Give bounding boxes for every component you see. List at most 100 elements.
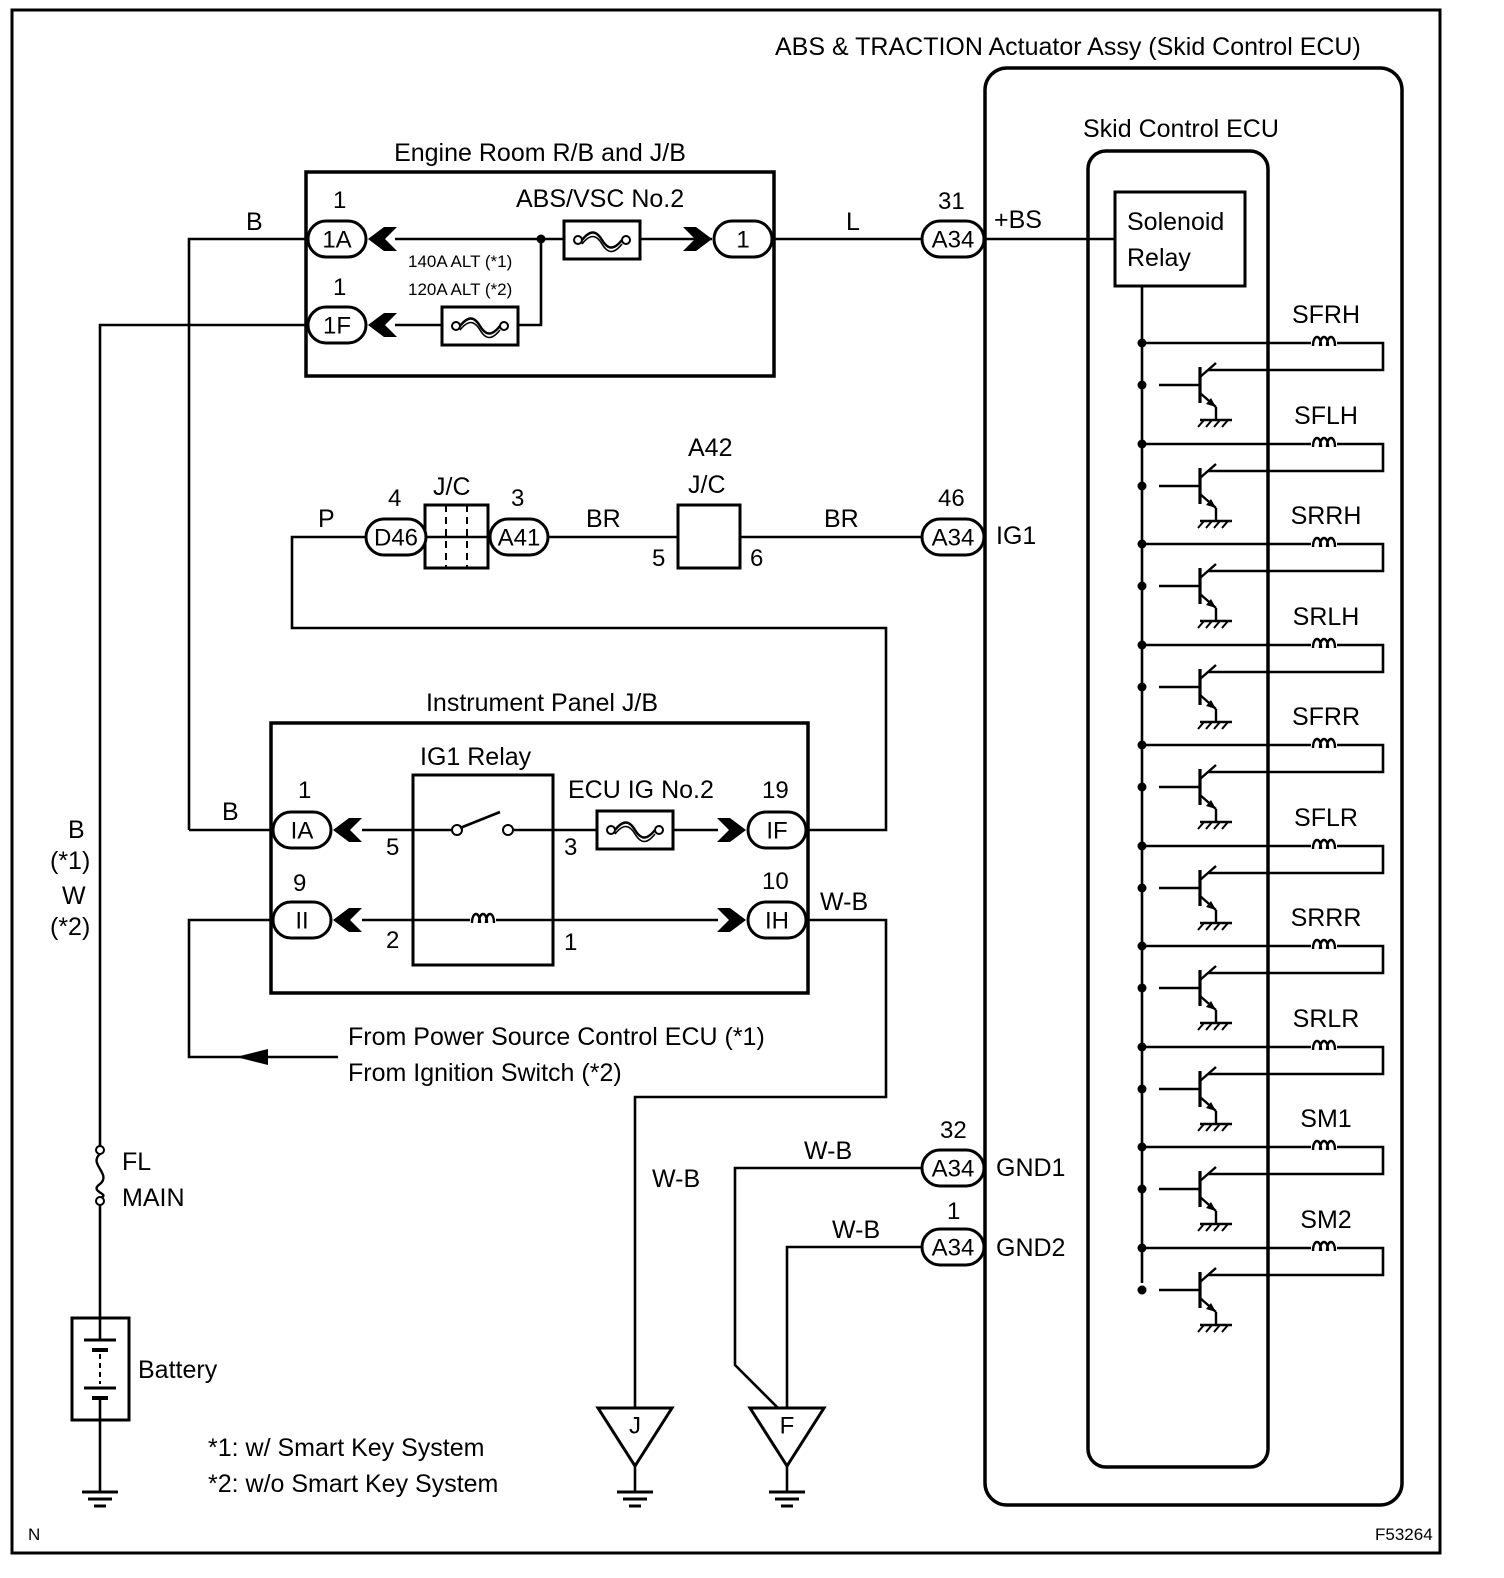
wire-w-left-label: W [62, 882, 86, 910]
ground-j-icon [615, 1490, 655, 1508]
wire-b-left-label: B [68, 816, 85, 844]
connector-if: IF [717, 810, 808, 850]
fuse-ecu-ig-label: ECU IG No.2 [568, 776, 714, 804]
wire-b-top-label: B [246, 208, 263, 236]
svg-text:IA: IA [291, 818, 314, 845]
main-label: MAIN [122, 1184, 185, 1212]
wire-gnd1 [733, 1166, 922, 1411]
connector-a34-32: A34 [920, 1148, 986, 1188]
wire-sflr-out [1208, 844, 1385, 875]
solenoid-label-sfrh: SFRH [1292, 301, 1360, 329]
note-2: *2: w/o Smart Key System [208, 1470, 498, 1498]
pin-ia: 1 [298, 777, 311, 804]
transistor-sm2-icon [1157, 1266, 1234, 1334]
solenoid-relay-label-2: Relay [1127, 244, 1191, 272]
fl-main-bottom [95, 1196, 105, 1206]
junction-base-srrh [1137, 581, 1147, 591]
connector-a34-1: A34 [920, 1227, 986, 1267]
battery-ground-icon [80, 1490, 120, 1508]
fuse-alt-icon [440, 305, 520, 347]
transistor-srlh-icon [1157, 663, 1234, 731]
wire-srlr-out [1208, 1045, 1385, 1076]
from-psc-label: From Power Source Control ECU (*1) [348, 1023, 765, 1051]
gnd1-label: GND1 [996, 1154, 1065, 1182]
connector-ih: IH [717, 900, 808, 940]
arrow-from-source [236, 1049, 268, 1065]
figure-id: F53264 [1375, 1525, 1433, 1544]
relay-switch [459, 810, 501, 830]
pin-a41: 3 [511, 485, 524, 512]
skid-ecu-title: Skid Control ECU [1083, 115, 1279, 143]
engine-room-rb-title: Engine Room R/B and J/B [394, 139, 686, 167]
wire-sfrr-out [1208, 743, 1385, 774]
wire-ii-source [187, 918, 338, 1059]
wire-battery [98, 323, 306, 1148]
svg-text:A34: A34 [932, 1235, 975, 1262]
coil-sflh-icon [1311, 436, 1337, 449]
pin-r5: 5 [386, 834, 399, 861]
actuator-assy-box [983, 66, 1404, 1507]
jc-label-1: J/C [433, 473, 471, 501]
junction-base-sm1 [1137, 1184, 1147, 1194]
fl-main-top [95, 1145, 105, 1155]
solenoid-label-srrh: SRRH [1291, 502, 1362, 530]
solenoid-label-sm2: SM2 [1300, 1206, 1351, 1234]
transistor-srrh-icon [1157, 562, 1234, 630]
solenoid-label-sm1: SM1 [1300, 1105, 1351, 1133]
solenoid-label-srlr: SRLR [1293, 1005, 1360, 1033]
svg-text:D46: D46 [374, 525, 418, 552]
ig1-label: IG1 [996, 522, 1036, 550]
wire-p-label: P [318, 505, 335, 533]
pin-31: 31 [938, 188, 965, 215]
svg-text:A34: A34 [932, 227, 975, 254]
a42-label: A42 [688, 434, 732, 462]
coil-sflr-icon [1311, 838, 1337, 851]
svg-text:A34: A34 [932, 1156, 975, 1183]
connector-1: 1 [683, 219, 774, 259]
pin-j5: 5 [652, 545, 665, 572]
connector-ii: II [271, 900, 362, 940]
ground-f-icon [767, 1490, 807, 1508]
junction-base-sm2 [1137, 1285, 1147, 1295]
coil-sfrr-icon [1311, 737, 1337, 750]
ground-j-triangle [595, 1406, 675, 1469]
wire-sfrh-out [1208, 341, 1385, 372]
coil-sfrh-icon [1311, 335, 1337, 348]
outer-frame [10, 8, 1442, 1555]
transistor-sfrh-icon [1157, 361, 1234, 429]
wire-gnd2-label: W-B [832, 1216, 880, 1244]
wire-wb-ih-label: W-B [820, 888, 868, 916]
gnd2-label: GND2 [996, 1234, 1065, 1262]
wire-sm2-out [1208, 1246, 1385, 1277]
fuse-abs-vsc-icon [562, 219, 642, 261]
ground-f-label: F [780, 1413, 795, 1440]
svg-text:II: II [295, 908, 308, 935]
connector-1a: 1A [306, 219, 397, 259]
bs-label: +BS [994, 206, 1042, 234]
pin-46: 46 [938, 485, 965, 512]
wire-srrh-out [1208, 542, 1385, 573]
pin-ii: 9 [293, 870, 306, 897]
wire-b-opt1-label: (*1) [50, 847, 90, 875]
fl-main-fuse-icon [95, 1153, 105, 1200]
battery-icon [84, 1318, 116, 1420]
wire-gnd2 [785, 1245, 922, 1410]
connector-a34-46: A34 [920, 517, 986, 557]
wire-wb-ih [633, 918, 888, 1410]
pin-r1: 1 [564, 929, 577, 956]
solenoid-label-srlh: SRLH [1293, 603, 1360, 631]
pin-32: 32 [940, 1117, 967, 1144]
pin-1a: 1 [333, 187, 346, 214]
wire-w-opt2-label: (*2) [50, 913, 90, 941]
connector-ia: IA [271, 810, 362, 850]
junction-base-sfrr [1137, 782, 1147, 792]
pin-if: 19 [762, 777, 789, 804]
engine-room-rb-box [304, 170, 776, 378]
wire-srlh-out [1208, 643, 1385, 674]
svg-text:A41: A41 [498, 525, 541, 552]
relay-contact-1 [451, 824, 463, 836]
solenoid-label-sflh: SFLH [1294, 402, 1358, 430]
note-1: *1: w/ Smart Key System [208, 1434, 484, 1462]
junction-base-srlh [1137, 682, 1147, 692]
junction-base-sflh [1137, 481, 1147, 491]
